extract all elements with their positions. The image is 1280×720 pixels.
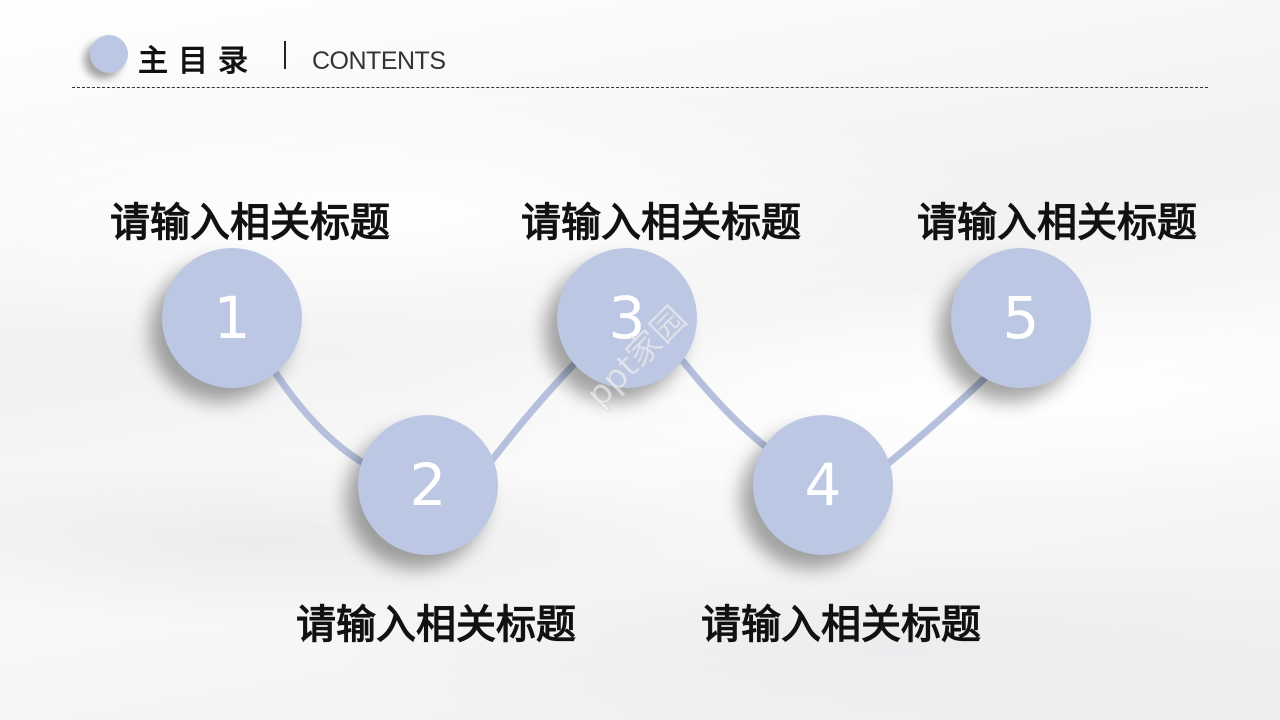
header-dashed-rule — [72, 87, 1208, 88]
header-divider — [284, 41, 286, 69]
item-title-4: 请输入相关标题 — [701, 601, 981, 648]
item-title-2: 请输入相关标题 — [296, 601, 576, 648]
item-title-5: 请输入相关标题 — [917, 199, 1197, 246]
node-circle-4: 4 — [753, 415, 893, 555]
node-circle-1: 1 — [162, 248, 302, 388]
header-dot-icon — [90, 35, 128, 73]
page-title: 主目录 — [138, 44, 258, 79]
item-title-1: 请输入相关标题 — [110, 199, 390, 246]
node-number-3: 3 — [608, 284, 646, 352]
node-number-2: 2 — [409, 451, 447, 519]
node-circle-3: 3 — [557, 248, 697, 388]
node-number-4: 4 — [804, 451, 842, 519]
item-title-3: 请输入相关标题 — [521, 199, 801, 246]
node-number-1: 1 — [213, 284, 251, 352]
node-circle-5: 5 — [951, 248, 1091, 388]
node-circle-2: 2 — [358, 415, 498, 555]
node-number-5: 5 — [1002, 284, 1040, 352]
page-subtitle: CONTENTS — [312, 47, 446, 75]
